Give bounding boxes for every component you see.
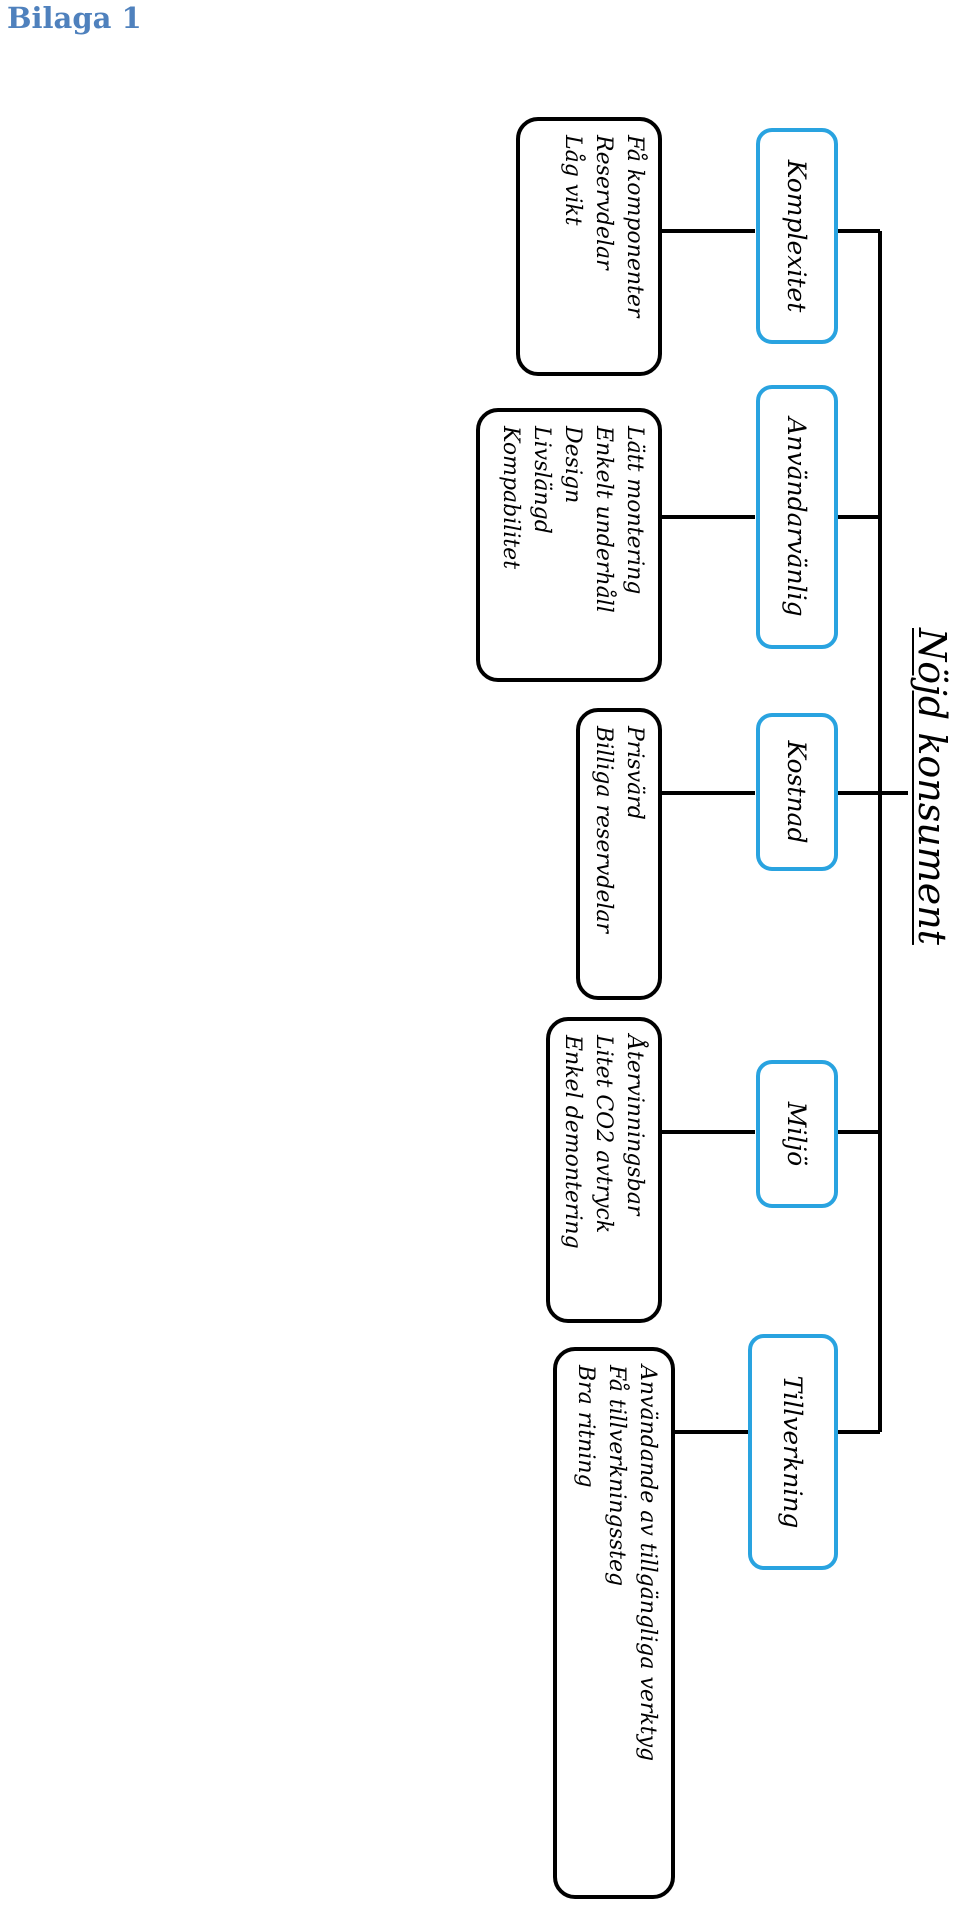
detail-item: Enkel demontering <box>560 1035 585 1249</box>
root-title: Nöjd konsument <box>910 628 954 945</box>
detail-item: Få tillverkningssteg <box>604 1365 629 1587</box>
detail-item: Reservdelar <box>591 135 616 270</box>
detail-item: Kompabilitet <box>498 426 523 570</box>
details-anvandarvanlig: Lätt montering Enkelt underhåll Design L… <box>476 408 662 682</box>
detail-item: Återvinningsbar <box>622 1035 647 1216</box>
details-komplexitet: Få komponenter Reservdelar Låg vikt <box>516 117 662 376</box>
category-anvandarvanlig: Användarvänlig <box>756 385 838 649</box>
category-komplexitet: Komplexitet <box>756 128 838 344</box>
detail-item: Livslängd <box>529 426 554 534</box>
detail-item: Design <box>560 426 585 504</box>
detail-item: Bra ritning <box>573 1365 598 1488</box>
detail-item: Enkelt underhåll <box>591 426 616 613</box>
category-kostnad: Kostnad <box>756 713 838 871</box>
detail-item: Billiga reservdelar <box>591 726 616 934</box>
details-kostnad: Prisvärd Billiga reservdelar <box>576 708 662 1000</box>
details-tillverkning: Användande av tillgängliga verktyg Få ti… <box>553 1347 675 1899</box>
detail-item: Låg vikt <box>560 135 585 226</box>
detail-item: Användande av tillgängliga verktyg <box>635 1365 660 1762</box>
details-miljo: Återvinningsbar Litet CO2 avtryck Enkel … <box>546 1017 662 1323</box>
detail-item: Litet CO2 avtryck <box>591 1035 616 1234</box>
page-heading: Bilaga 1 <box>7 1 142 35</box>
category-tillverkning: Tillverkning <box>748 1334 838 1570</box>
category-miljo: Miljö <box>756 1060 838 1208</box>
detail-item: Prisvärd <box>622 726 647 820</box>
detail-item: Få komponenter <box>622 135 647 318</box>
detail-item: Lätt montering <box>622 426 647 595</box>
